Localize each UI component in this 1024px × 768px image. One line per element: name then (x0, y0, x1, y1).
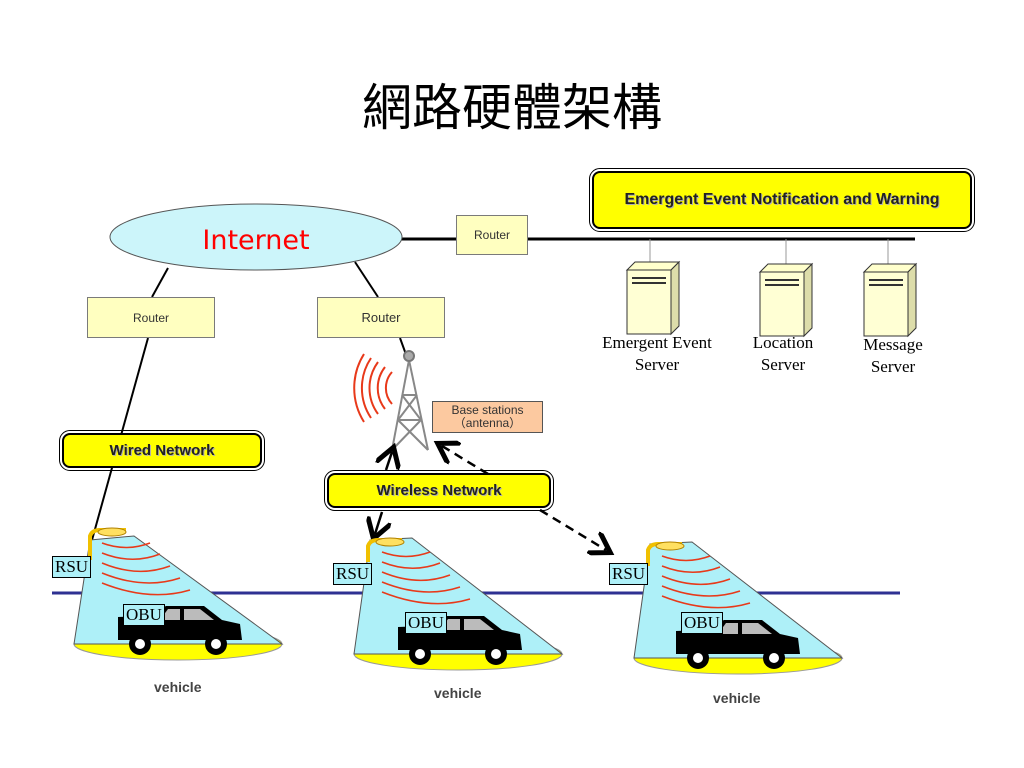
router-middle: Router (317, 297, 445, 338)
wired-network-box: Wired Network (59, 430, 265, 471)
message-server-icon (862, 262, 918, 338)
emergent-event-server-icon (625, 260, 681, 336)
vehicle-scene-3 (633, 541, 844, 675)
rsu-signal-icon (381, 551, 471, 605)
rsu-label-1: RSU (52, 556, 92, 578)
rsu-label-3: RSU (609, 563, 649, 585)
obu-label-3: OBU (681, 612, 723, 634)
vehicle-label-2: vehicle (434, 685, 482, 701)
internet-ellipse (109, 203, 403, 271)
arrow-rsu3-dashed (539, 508, 606, 550)
router-left: Router (87, 297, 215, 338)
internet-to-left-router (151, 267, 169, 298)
base-station-label: Base stations （antenna） (432, 401, 543, 433)
router-top: Router (456, 215, 528, 255)
vehicle-label-3: vehicle (713, 690, 761, 706)
arrow-wireless-to-tower (386, 452, 392, 471)
rsu-signal-icon (101, 542, 191, 596)
emergent-event-box: Emergent Event Notification and Warning (589, 168, 975, 232)
internet-label: Internet (202, 224, 310, 256)
vehicle-label-1: vehicle (154, 679, 202, 695)
rsu-label-2: RSU (333, 563, 373, 585)
tower-signal-icon (353, 353, 393, 423)
page-title: 網路硬體架構 (362, 79, 662, 137)
vehicle-scene-2 (353, 537, 564, 671)
arrow-tower-dashed (442, 446, 489, 476)
location-server-label: Location Server (752, 333, 814, 374)
arrow-wireless-to-rsu2 (375, 511, 382, 534)
wireless-network-box: Wireless Network (324, 470, 554, 511)
location-server-icon (758, 262, 814, 338)
antenna-tower-icon (391, 350, 429, 451)
obu-label-2: OBU (405, 612, 447, 634)
rsu-signal-icon (661, 555, 751, 609)
obu-label-1: OBU (123, 604, 165, 626)
internet-to-middle-router (354, 261, 379, 298)
message-server-label: Message Server (863, 335, 923, 376)
emergent-event-server-label: Emergent Event Server (602, 333, 712, 374)
